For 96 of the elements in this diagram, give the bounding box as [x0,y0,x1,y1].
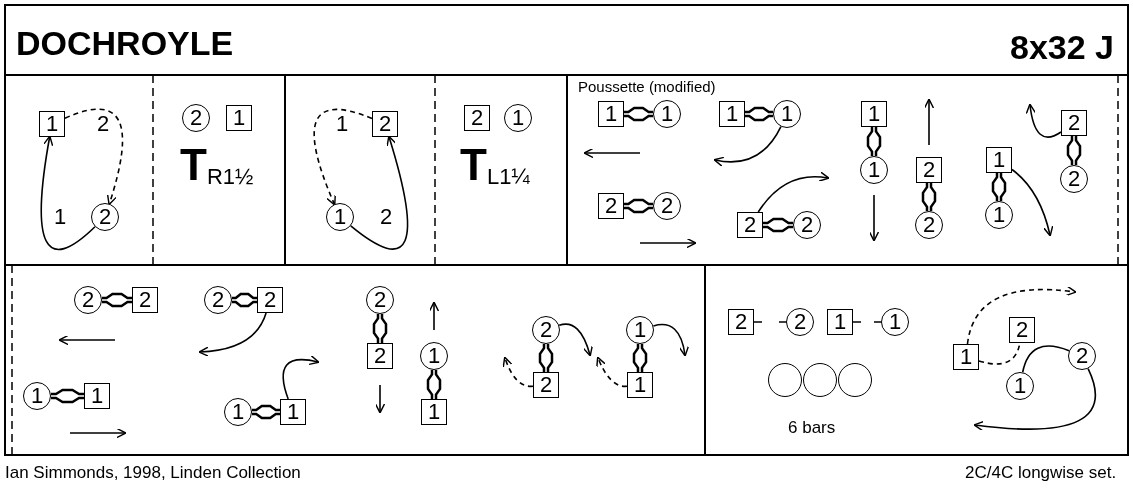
dancer-square: 1 [598,101,624,127]
dancer-number: 2 [95,112,111,136]
hand-hold [622,106,655,122]
curved-arrow [973,367,1096,432]
dancer-square: 2 [533,372,559,398]
hand-hold [250,404,282,420]
dancer-circle: 1 [985,201,1013,229]
turn-notation: T$_{L1¼}$ [460,140,530,190]
dancer-square: 2 [737,212,763,238]
position-circle [768,363,802,397]
hand-hold [866,125,882,158]
hand-hold [372,312,388,345]
dancer-square: 2 [1061,110,1087,136]
curved-arrow [502,356,534,388]
dancer-square: 2 [1009,317,1035,343]
dancer-square: 2 [132,287,158,313]
dancer-circle: 1 [773,100,801,128]
position-circle [803,363,837,397]
dancer-circle: 1 [504,104,532,132]
dancer-square: 2 [598,193,624,219]
hand-hold [991,171,1007,203]
dancer-circle: 2 [1068,342,1096,370]
hand-hold [426,368,442,401]
dancer-square: 1 [719,101,745,127]
credit-text: Ian Simmonds, 1998, Linden Collection [5,463,301,483]
dancer-square: 1 [861,101,887,127]
dancer-circle: 2 [532,316,560,344]
curved-arrow [596,356,628,388]
dancer-circle: 2 [915,211,943,239]
dance-title: DOCHROYLE [16,24,234,63]
dancer-square: 1 [280,399,306,425]
dancer-square: 1 [84,383,110,409]
curved-arrow [652,323,689,357]
dancer-circle: 2 [182,104,210,132]
dancer-circle: 2 [793,211,821,239]
curved-arrow [966,285,1077,345]
dancer-square: 1 [39,111,65,137]
dancer-number: 2 [378,205,394,229]
dancer-circle: 1 [626,316,654,344]
hand-hold [538,342,554,374]
dancer-circle: 2 [74,286,102,314]
turn-notation: T$_{R1½}$ [180,140,254,190]
hand-hold [622,198,655,214]
dancer-circle: 2 [366,286,394,314]
dancer-square: 2 [464,105,490,131]
dancer-circle: 1 [326,203,354,231]
dancer-circle: 1 [881,308,909,336]
curved-arrow [64,108,124,206]
dancer-square: 2 [257,287,283,313]
dancer-circle: 1 [653,100,681,128]
set-formation: 2C/4C longwise set. [965,463,1117,483]
bar-count: 6 bars [788,418,836,438]
hand-hold [1066,134,1082,167]
dancer-circle: 1 [23,382,51,410]
curved-arrow [1011,168,1054,237]
hand-hold [100,292,134,308]
hand-hold [743,106,775,122]
dancer-square: 2 [916,157,942,183]
curved-arrow [713,125,782,167]
curved-arrow [349,135,409,250]
curved-arrow [40,135,96,251]
dancer-square: 2 [372,111,398,137]
dancer-circle: 2 [786,308,814,336]
curved-arrow [1025,103,1062,138]
figure-caption: Poussette (modified) [578,78,716,95]
hand-hold [761,217,795,233]
dancer-square: 1 [226,105,252,131]
dancer-circle: 2 [1060,165,1088,193]
dancer-circle: 2 [653,192,681,220]
hand-hold [632,342,648,374]
curved-arrow [198,312,267,357]
curved-arrow [757,171,830,213]
dancer-circle: 1 [1006,372,1034,400]
hand-hold [49,388,86,404]
dancer-circle: 2 [204,286,232,314]
dancer-number: 1 [334,112,350,136]
dancer-square: 1 [421,399,447,425]
dancer-square: 1 [986,147,1012,173]
dancer-square: 2 [728,309,754,335]
hand-hold [921,181,937,213]
dancer-square: 1 [953,344,979,370]
position-circle [838,363,872,397]
curved-arrow [313,108,373,206]
dancer-circle: 2 [91,203,119,231]
curved-arrow [558,323,593,357]
dancer-number: 1 [52,205,68,229]
dance-type: 8x32 J [1010,28,1114,67]
dancer-square: 1 [627,372,653,398]
hand-hold [230,292,259,308]
dancer-circle: 1 [224,398,252,426]
dancer-circle: 1 [860,156,888,184]
dancer-square: 2 [367,343,393,369]
path-line [1021,345,1070,374]
dancer-circle: 1 [420,342,448,370]
dancer-square: 1 [827,309,853,335]
curved-arrow [282,355,320,400]
